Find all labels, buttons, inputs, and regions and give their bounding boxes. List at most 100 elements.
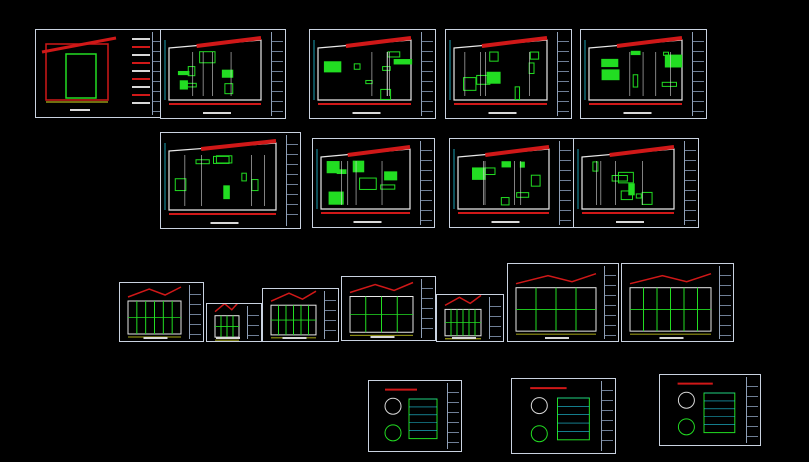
room-fixture [514, 86, 521, 100]
room-fixture [635, 193, 642, 199]
drawing-sheet-plan[interactable] [160, 132, 301, 229]
room-fixture [486, 71, 501, 84]
drawing-sheet-plan[interactable] [580, 29, 707, 119]
room-fixture [177, 70, 190, 76]
room-fixture [463, 77, 477, 91]
drawing-sheet-elevation[interactable] [621, 263, 734, 342]
title-block [324, 291, 336, 339]
drawing-sheet-elevation[interactable] [206, 303, 262, 342]
drawing-content [584, 36, 683, 114]
roof-profile [515, 272, 597, 285]
detail-callout [384, 424, 402, 442]
drawing-content [444, 295, 482, 340]
room-fixture [601, 69, 620, 81]
drawing-content [316, 145, 411, 223]
drawing-title-underline [545, 337, 569, 339]
room-fixture [641, 191, 653, 205]
room-fixture [352, 160, 365, 173]
room-fixture [618, 171, 634, 184]
drawing-sheet-elevation[interactable] [119, 282, 204, 342]
room-fixture [179, 80, 188, 90]
title-block [601, 381, 613, 451]
drawing-content [313, 36, 413, 114]
legend-row [132, 62, 150, 64]
drawing-sheet-plan[interactable] [449, 138, 574, 228]
room-fixture [393, 59, 413, 65]
title-block [152, 32, 164, 115]
building-outline [45, 43, 109, 101]
floor-plan-outline [457, 148, 550, 210]
drawing-content [384, 388, 438, 442]
room-fixture [632, 74, 639, 88]
drawing-content [127, 286, 182, 339]
room-fixture [382, 66, 391, 71]
drawing-sheet-plan[interactable] [312, 138, 435, 228]
room-fixture [472, 167, 486, 180]
room-fixture [215, 155, 233, 164]
drawing-title-underline [491, 221, 520, 223]
drawing-sheet-detail[interactable] [368, 380, 462, 452]
detail-section [703, 392, 736, 434]
drawing-sheet-elevation[interactable] [262, 288, 339, 342]
drawing-content [349, 281, 414, 338]
room-fixture [484, 167, 496, 176]
drawing-title-underline [143, 337, 168, 339]
room-fixture [664, 54, 683, 68]
room-fixture [174, 178, 187, 192]
drawing-sheet-detail[interactable] [511, 378, 616, 454]
drawing-title-underline [623, 112, 652, 114]
drawing-title-underline [216, 337, 240, 339]
room-fixture [326, 161, 340, 174]
roof-profile [444, 295, 482, 307]
floor-plan-outline [453, 39, 548, 101]
room-fixture [516, 192, 530, 198]
roof-profile [270, 290, 317, 302]
room-fixture [501, 161, 511, 168]
title-block [247, 306, 259, 339]
room-fixture [601, 58, 619, 68]
room-fixture [323, 61, 342, 73]
drawing-content [41, 36, 150, 111]
title-block [692, 32, 704, 116]
room-fixture [359, 177, 377, 190]
detail-section [408, 398, 438, 440]
room-fixture [500, 197, 510, 206]
title-block [489, 297, 501, 339]
room-fixture [199, 51, 216, 64]
room-fixture [213, 155, 230, 164]
detail-callout [530, 397, 548, 415]
drawing-sheet-elevation[interactable] [507, 263, 619, 342]
drawing-sheet-elevation[interactable] [341, 276, 436, 341]
detail-callout [384, 397, 402, 415]
title-block [559, 141, 571, 225]
legend-row [132, 38, 150, 40]
room-fixture [241, 172, 247, 182]
drawing-content [629, 272, 712, 339]
drawing-sheet-elevation[interactable] [436, 294, 504, 342]
drawing-title-underline [282, 337, 307, 339]
drawing-sheet-plan[interactable] [309, 29, 436, 119]
room-fixture [195, 159, 210, 165]
drawing-title-underline [488, 112, 517, 114]
drawing-sheet-plan[interactable] [160, 29, 286, 119]
facade-band [196, 36, 262, 48]
title-block [421, 32, 433, 116]
drawing-title-underline [70, 109, 90, 111]
drawing-title-underline [370, 336, 395, 338]
drawing-sheet-plan[interactable] [573, 138, 699, 228]
room-fixture [519, 161, 525, 168]
roof-profile [214, 304, 238, 313]
room-fixture [365, 79, 373, 85]
drawing-sheet-plan[interactable] [445, 29, 572, 119]
entrance-frame [65, 53, 97, 99]
drawing-sheet-detail[interactable] [659, 374, 761, 446]
room-fixture [628, 183, 635, 196]
room-fixture [476, 74, 491, 85]
drawing-sheet-cover[interactable] [35, 29, 167, 118]
room-fixture [223, 185, 230, 200]
facade-band [481, 36, 548, 48]
drawing-content [453, 145, 550, 223]
drawing-content [530, 387, 590, 443]
roof-profile [349, 281, 414, 294]
